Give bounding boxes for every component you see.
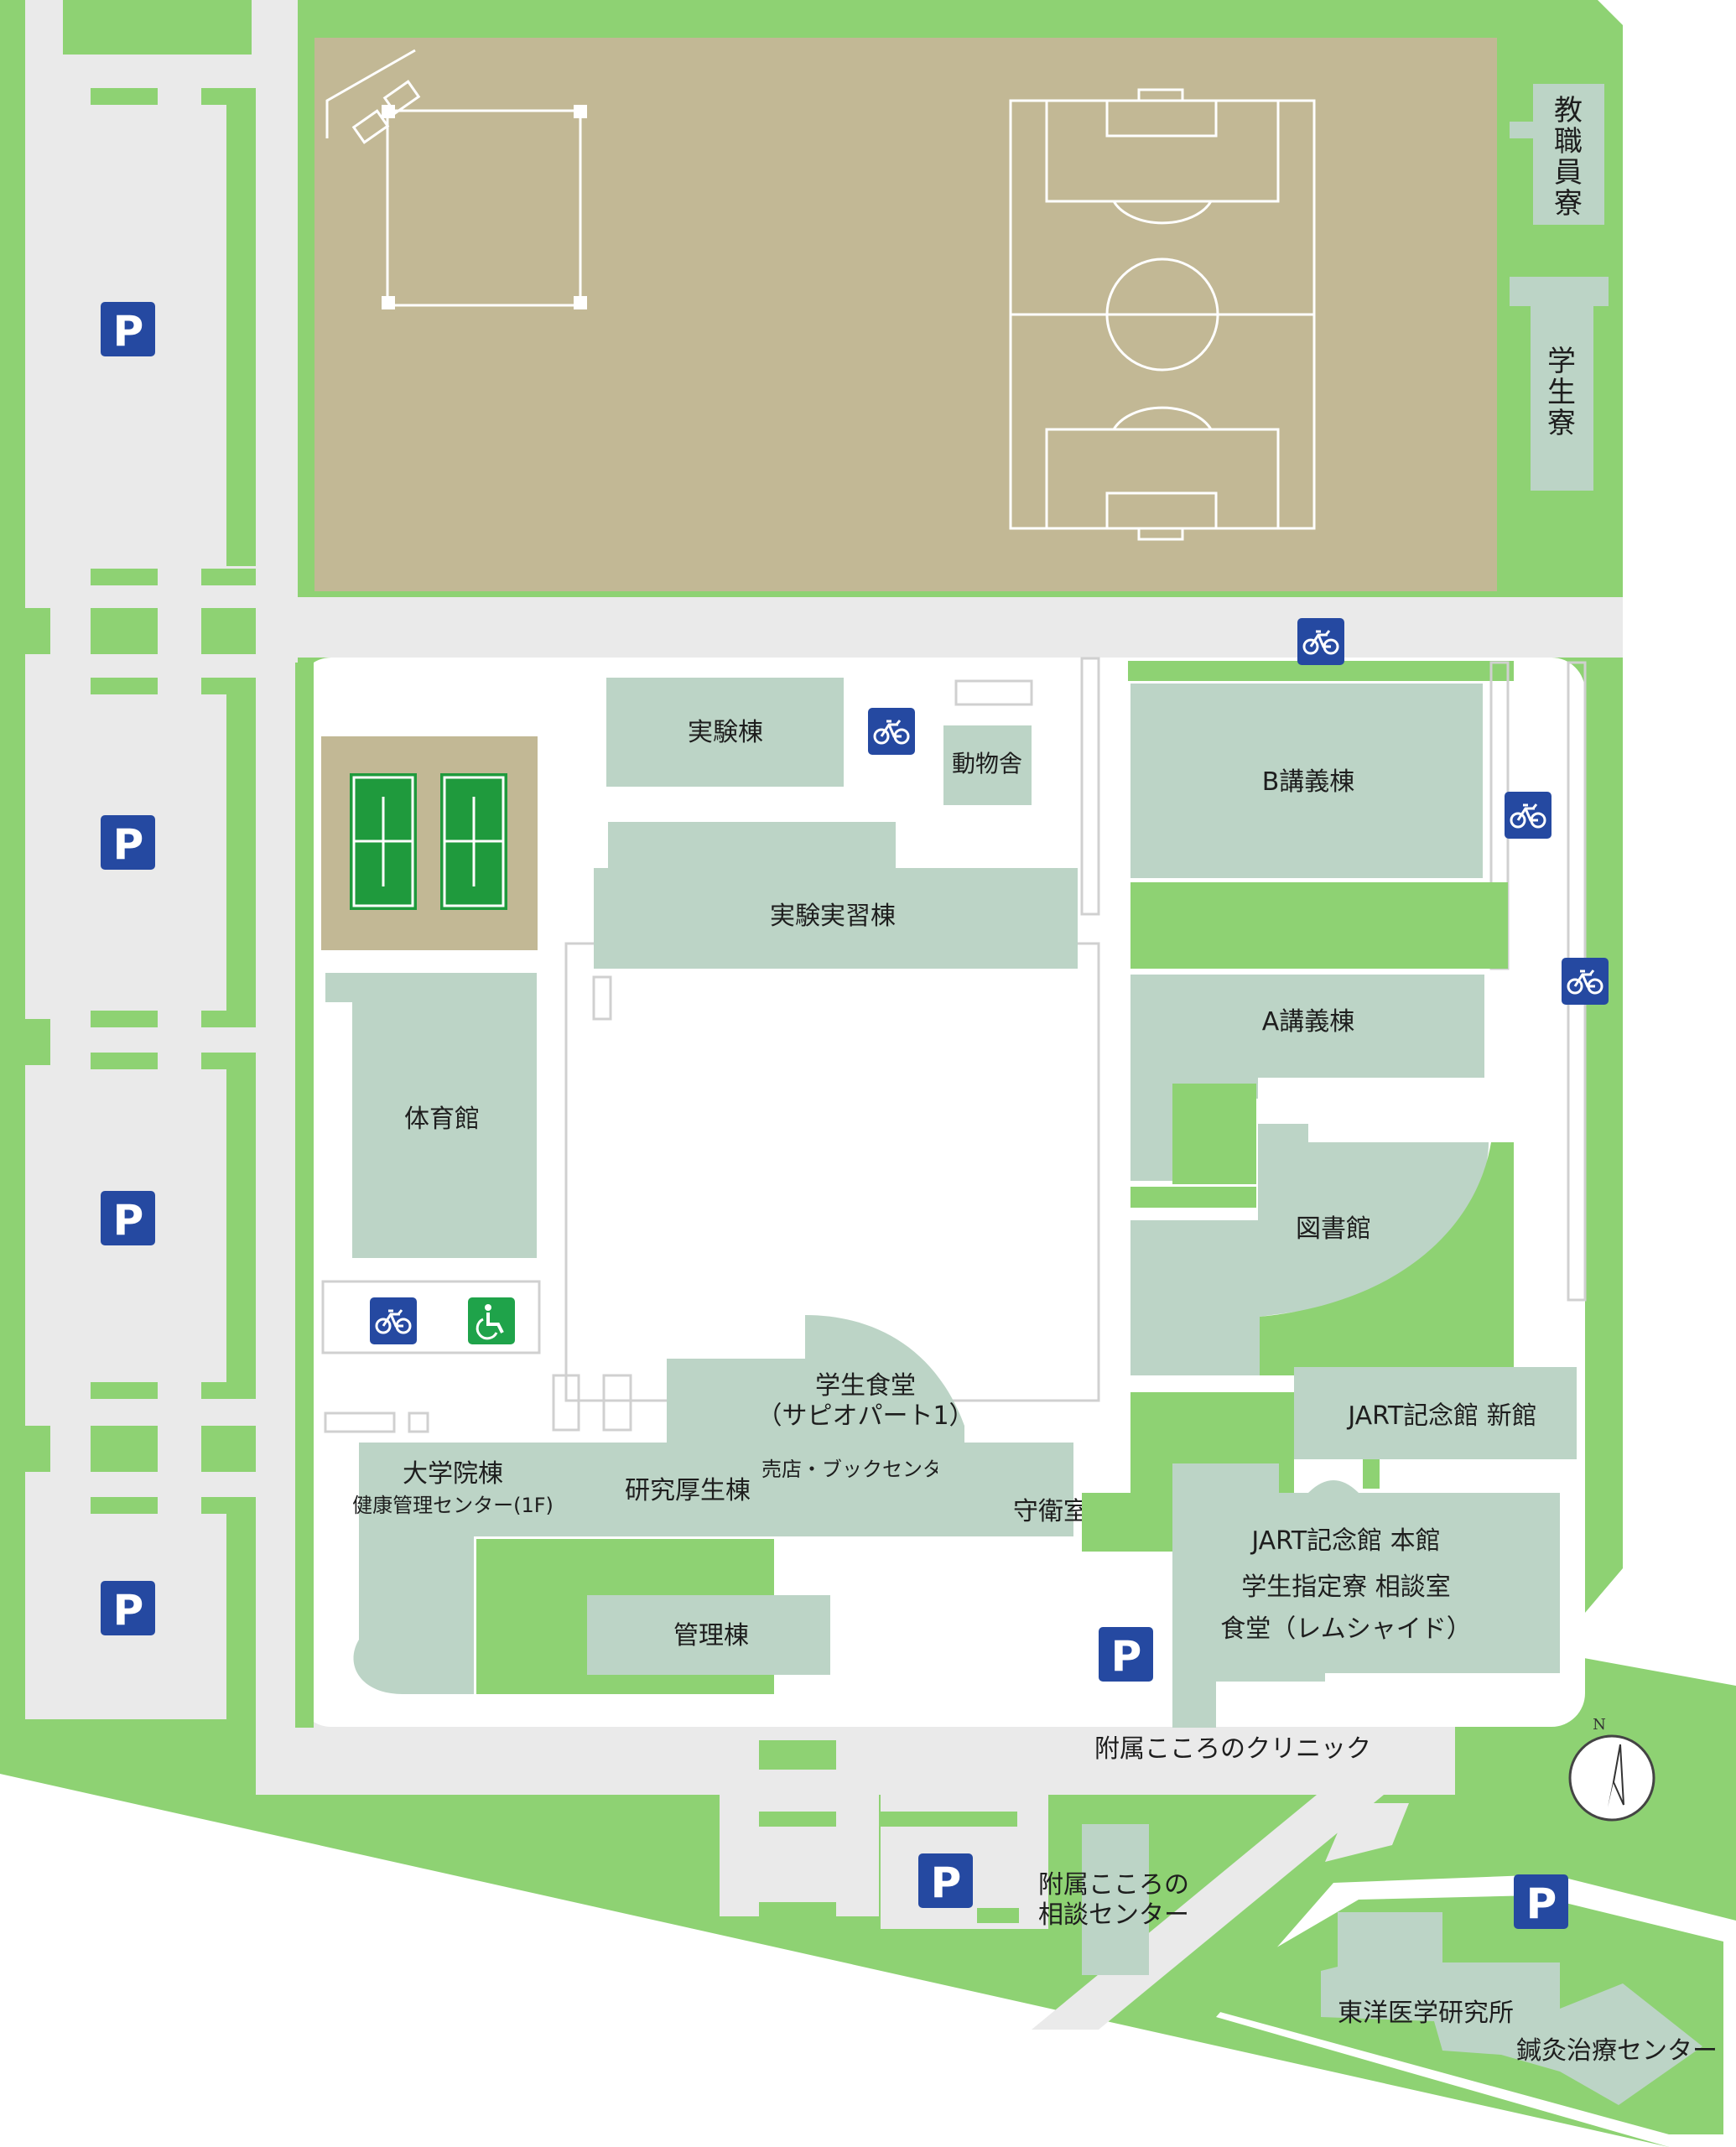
- cafeteria: 学生食堂 （サピオパート1）: [667, 1315, 975, 1443]
- faculty-dorm-label-4: 寮: [1554, 187, 1583, 221]
- b-lecture-building: B講義棟: [1130, 684, 1483, 878]
- wheelchair-icon: [468, 1297, 515, 1344]
- experiment-building: 実験棟: [606, 678, 844, 787]
- athletic-field: [314, 38, 1497, 591]
- bicycle-icon: [1505, 792, 1551, 839]
- oriental-medicine-label: 東洋医学研究所: [1338, 1999, 1514, 2028]
- gym: 体育館: [325, 973, 537, 1258]
- parking-sign-1: P: [101, 302, 155, 356]
- bicycle-icon: [1562, 958, 1609, 1005]
- bicycle-icon: [868, 708, 915, 755]
- west-grass-edge: [0, 0, 25, 1719]
- a-lecture-building-label: A講義棟: [1262, 1007, 1355, 1037]
- svg-text:P: P: [113, 1586, 144, 1635]
- animal-house-label: 動物舎: [952, 750, 1022, 777]
- gym-label: 体育館: [404, 1105, 480, 1134]
- clinic-label: 附属こころのクリニック: [1094, 1734, 1371, 1764]
- jart-new-building: JART記念館 新館: [1294, 1367, 1577, 1459]
- southeast-annex: 東洋医学研究所 鍼灸治療センター: [1208, 1874, 1736, 2147]
- research-welfare-building-label: 研究厚生棟: [625, 1476, 751, 1505]
- jart-main-label-3: 食堂（レムシャイド）: [1220, 1614, 1471, 1644]
- svg-text:P: P: [1526, 1879, 1557, 1928]
- faculty-dorm-label-2: 職: [1554, 125, 1583, 159]
- jart-new-building-label: JART記念館 新館: [1346, 1401, 1536, 1431]
- tennis-courts: [321, 736, 538, 950]
- faculty-dorm-label-3: 員: [1554, 156, 1583, 190]
- consultation-center: 附属こころの 相談センター: [1038, 1824, 1189, 1975]
- a-lecture-building: A講義棟: [1130, 975, 1484, 1181]
- parking-sign-6: P: [918, 1853, 973, 1908]
- lecture-grass-strip: [1130, 882, 1508, 969]
- student-dorm-label-3: 寮: [1547, 407, 1576, 440]
- graduate-school-building: 大学院棟 健康管理センター(1F): [352, 1443, 554, 1694]
- student-dorm: 学 生 寮: [1510, 277, 1609, 491]
- graduate-school-label: 大学院棟: [403, 1459, 503, 1489]
- b-lecture-building-label: B講義棟: [1262, 767, 1355, 797]
- parking-sign-4: P: [101, 1581, 155, 1635]
- animal-house: 動物舎: [943, 725, 1032, 805]
- parking-sign-3: P: [101, 1191, 155, 1245]
- compass-icon: N: [1568, 1716, 1655, 1822]
- svg-text:P: P: [113, 307, 144, 356]
- health-center-label: 健康管理センター(1F): [352, 1494, 554, 1517]
- consultation-center-label-2: 相談センター: [1038, 1900, 1189, 1930]
- svg-text:P: P: [113, 1196, 144, 1245]
- admin-building-label: 管理棟: [673, 1621, 749, 1651]
- parking-sign-5: P: [1099, 1627, 1153, 1682]
- faculty-dorm-label-1: 教: [1554, 94, 1583, 127]
- soccer-pitch: [1009, 88, 1316, 541]
- experiment-building-label: 実験棟: [688, 718, 763, 747]
- central-west-grass: [295, 663, 314, 1728]
- library-label: 図書館: [1296, 1214, 1371, 1244]
- student-dorm-label-2: 生: [1547, 376, 1576, 409]
- jart-main-label-2: 学生指定寮 相談室: [1241, 1573, 1451, 1602]
- jart-main-building: JART記念館 本館 学生指定寮 相談室 食堂（レムシャイド）: [1172, 1463, 1560, 1728]
- cafeteria-label: 学生食堂: [815, 1371, 916, 1401]
- bicycle-icon: [370, 1297, 417, 1344]
- parking-sign-7: P: [1514, 1874, 1568, 1929]
- svg-text:P: P: [931, 1858, 962, 1907]
- shop-label: 売店・ブックセンター: [761, 1458, 963, 1481]
- svg-text:P: P: [1111, 1632, 1142, 1681]
- faculty-dorm: 教 職 員 寮: [1510, 84, 1604, 225]
- guard-room-label: 守衛室: [1013, 1497, 1089, 1526]
- acupuncture-label: 鍼灸治療センター: [1516, 2036, 1718, 2066]
- baseball-diamond: [325, 49, 587, 309]
- cafeteria-sub-label: （サピオパート1）: [756, 1401, 974, 1431]
- practice-building-label: 実験実習棟: [770, 902, 896, 931]
- consultation-center-label-1: 附属こころの: [1038, 1870, 1189, 1900]
- guard-room: 守衛室: [938, 1443, 1089, 1536]
- entrance-grass-patches: [759, 1740, 1019, 1923]
- svg-text:P: P: [113, 820, 144, 869]
- practice-building: 実験実習棟: [594, 822, 1078, 969]
- compass-north-label: N: [1593, 1716, 1606, 1734]
- a-lecture-grass: [1130, 1084, 1256, 1208]
- library: 図書館: [1130, 1124, 1514, 1375]
- jart-main-grass: [1082, 1493, 1172, 1552]
- student-dorm-label-1: 学: [1547, 345, 1576, 378]
- bicycle-icon: [1297, 618, 1344, 665]
- jart-main-label-1: JART記念館 本館: [1250, 1526, 1440, 1556]
- admin-building: 管理棟: [587, 1595, 830, 1675]
- parking-sign-2: P: [101, 815, 155, 870]
